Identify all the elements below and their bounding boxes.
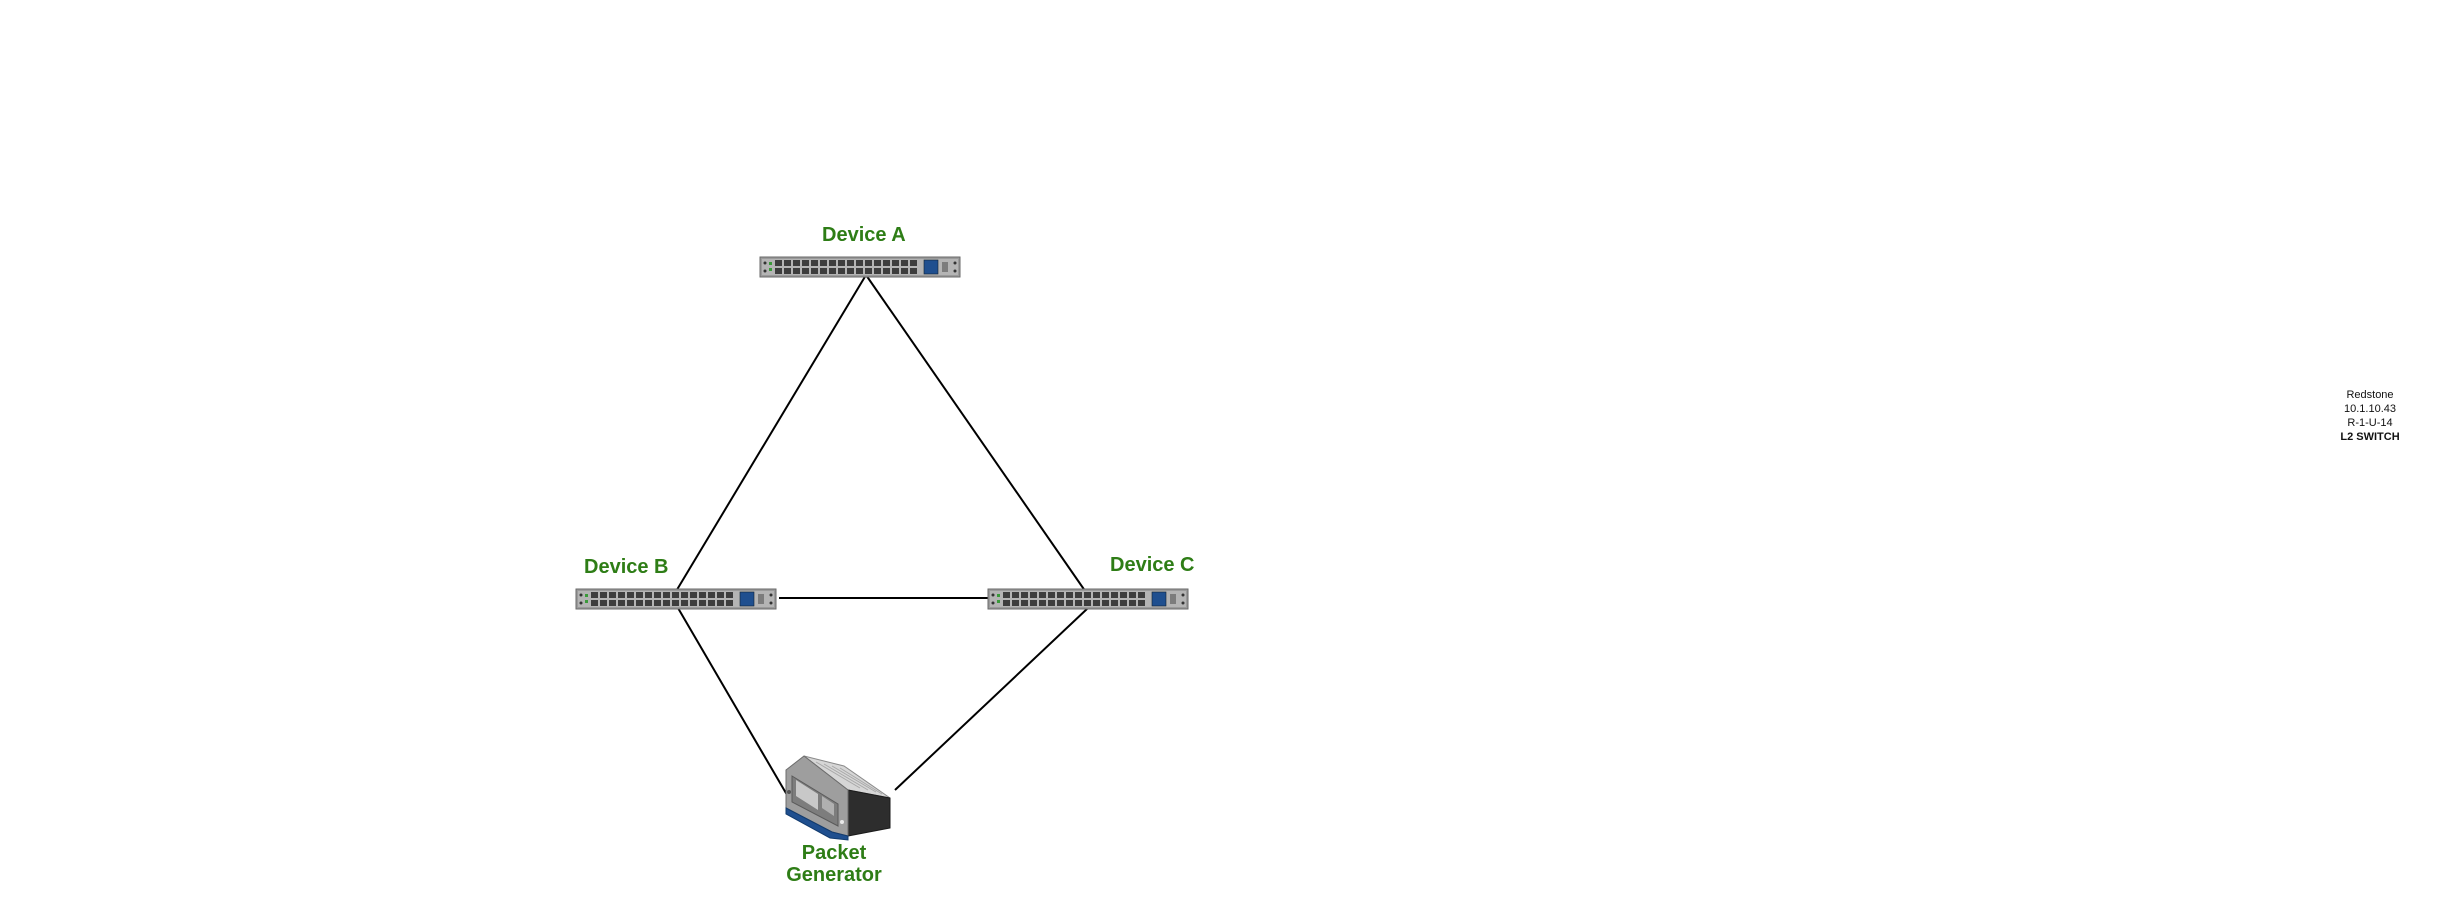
device-c-label: Device C (1110, 554, 1195, 576)
device-a-switch-icon[interactable] (760, 257, 960, 277)
device-info-box: Redstone 10.1.10.43 R-1-U-14 L2 SWITCH (2280, 388, 2454, 444)
device-b-switch-icon[interactable] (576, 589, 776, 609)
link-b-pg (677, 607, 791, 801)
packet-generator-label: Packet Generator (764, 842, 904, 886)
info-name: Redstone (2346, 389, 2394, 401)
link-a-b (671, 274, 867, 599)
info-role: L2 SWITCH (2340, 431, 2400, 443)
packet-generator-label-line1: Packet (801, 842, 867, 864)
info-ip: 10.1.10.43 (2344, 403, 2396, 415)
device-a-label: Device A (822, 224, 906, 246)
link-c-pg (894, 607, 1089, 791)
device-b-label: Device B (584, 556, 669, 578)
info-location: R-1-U-14 (2347, 417, 2393, 429)
link-a-c (865, 274, 1091, 599)
packet-generator-label-line2: Generator (786, 864, 882, 886)
device-c-switch-icon[interactable] (988, 589, 1188, 609)
links (671, 274, 1091, 801)
packet-generator-icon[interactable] (785, 755, 891, 841)
